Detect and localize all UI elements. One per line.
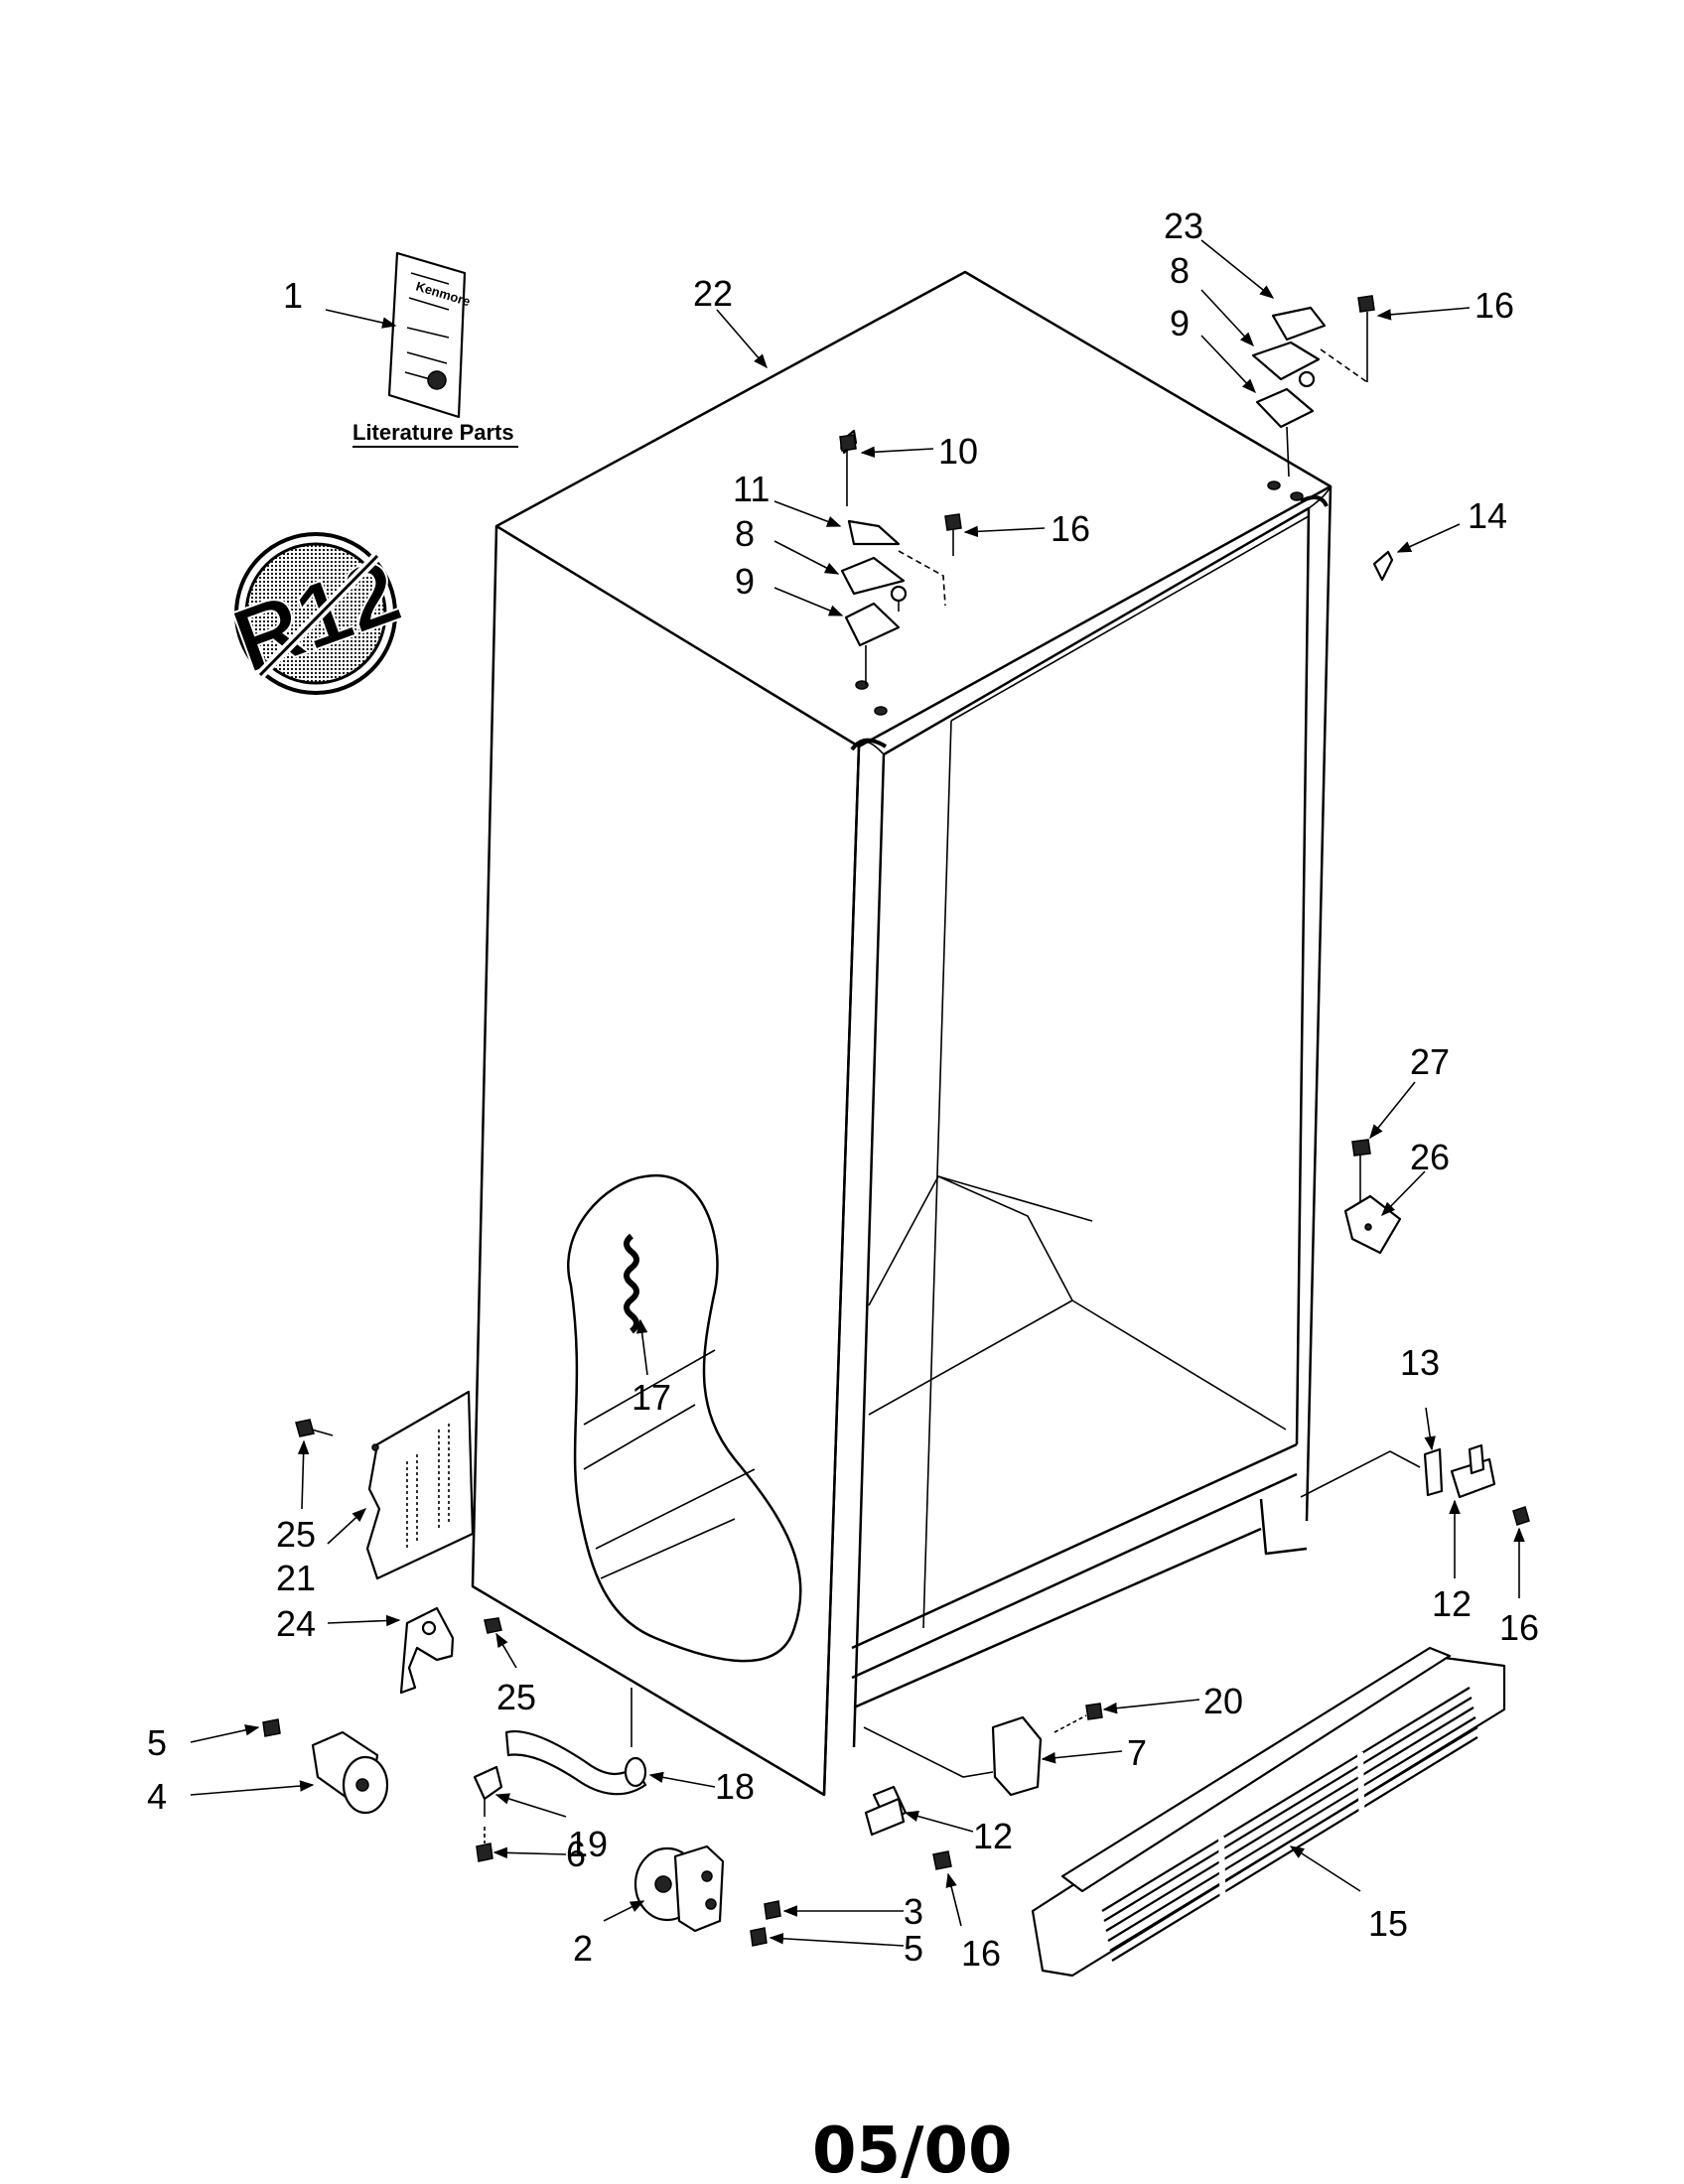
leader-arrows — [190, 239, 1525, 1947]
literature-parts-label: Literature Parts — [352, 420, 514, 445]
callout-12-right: 12 — [1432, 1583, 1472, 1624]
callout-9-center: 9 — [735, 561, 755, 602]
center-hinge-assembly — [840, 429, 946, 685]
callout-numbers: 1 2 3 4 5 5 6 7 8 8 9 9 10 11 12 12 13 1… — [147, 205, 1539, 1974]
callout-16-bottom: 16 — [961, 1933, 1001, 1974]
callout-16-right: 16 — [1499, 1607, 1539, 1648]
bracket-24 — [399, 1606, 502, 1695]
front-roller-2 — [633, 1844, 781, 1947]
callout-25-bottom: 25 — [496, 1677, 536, 1717]
callout-20: 20 — [1203, 1681, 1243, 1721]
no-r12-symbol: R12 — [219, 532, 414, 695]
callout-10: 10 — [938, 431, 978, 472]
right-hinge-assembly — [1251, 295, 1375, 478]
screw-10 — [839, 434, 857, 452]
callout-16-top-right: 16 — [1474, 285, 1514, 326]
rear-cover-21 — [295, 1390, 475, 1580]
cabinet — [471, 270, 1333, 1797]
screw-16-center — [944, 513, 962, 556]
literature-booklet: Kenmore — [387, 251, 472, 419]
callout-5-rear: 5 — [147, 1722, 167, 1763]
clip-7 — [863, 1703, 1103, 1797]
callout-27: 27 — [1410, 1041, 1450, 1082]
callout-1: 1 — [283, 275, 303, 316]
right-leveler — [1300, 1443, 1530, 1526]
callout-8-right: 8 — [1170, 250, 1190, 291]
footer-code: 05/00 — [812, 2115, 1013, 2184]
screw-6 — [476, 1843, 493, 1862]
bracket-26 — [1343, 1139, 1402, 1255]
callout-5-front: 5 — [904, 1928, 923, 1969]
drain-tube-18 — [473, 1688, 647, 1817]
callout-13: 13 — [1400, 1342, 1440, 1383]
callout-22: 22 — [693, 273, 733, 314]
callout-25-left: 25 — [276, 1514, 316, 1555]
plug-14 — [1372, 550, 1394, 582]
callout-3: 3 — [904, 1891, 923, 1932]
callout-7: 7 — [1127, 1732, 1147, 1773]
callout-9-right: 9 — [1170, 303, 1190, 343]
callout-8-center: 8 — [735, 513, 755, 554]
callout-26: 26 — [1410, 1137, 1450, 1177]
callout-2: 2 — [573, 1928, 593, 1969]
callout-15: 15 — [1368, 1903, 1408, 1944]
heater-coil — [624, 1233, 639, 1334]
callout-4: 4 — [147, 1776, 167, 1817]
callout-24: 24 — [276, 1603, 316, 1644]
toe-grille-15 — [1031, 1646, 1506, 1978]
callout-16-center: 16 — [1051, 508, 1090, 549]
callout-19: 19 — [568, 1824, 608, 1864]
callout-23: 23 — [1164, 205, 1203, 246]
bracket-12-bottom — [864, 1785, 952, 1870]
callout-11: 11 — [733, 469, 770, 509]
callout-18: 18 — [715, 1766, 755, 1807]
callout-12-bottom: 12 — [973, 1816, 1013, 1856]
callout-21: 21 — [276, 1558, 316, 1598]
callout-6: 6 — [566, 1834, 586, 1874]
callout-14: 14 — [1468, 495, 1507, 536]
rear-roller-4 — [262, 1718, 389, 1815]
callout-17: 17 — [632, 1377, 671, 1418]
